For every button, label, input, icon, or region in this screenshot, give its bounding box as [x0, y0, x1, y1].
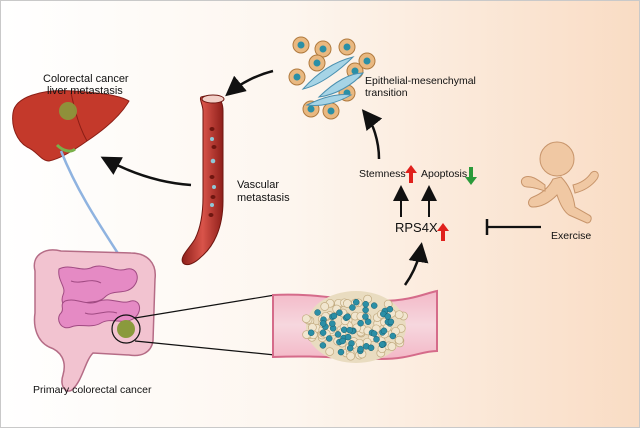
- blood-vessel-illustration: [181, 94, 225, 266]
- arrow-vessel-to-liver: [100, 156, 192, 187]
- intestine-illustration: [33, 249, 156, 392]
- exercise-figure-icon: [520, 141, 599, 224]
- tumor-cell-cluster: [301, 294, 408, 361]
- exercise-label: Exercise: [551, 230, 592, 242]
- zoom-line-bottom: [134, 340, 276, 356]
- zoom-line-top: [134, 294, 276, 319]
- liver-metastasis-label-line2: liver metastasis: [47, 85, 123, 97]
- rps4x-label: RPS4X: [395, 220, 438, 235]
- vascular-metastasis-label-line2: metastasis: [237, 192, 290, 204]
- arrow-emt-to-vessel: [225, 69, 274, 97]
- arrow-to-emt: [361, 109, 383, 160]
- emt-label-line2: transition: [365, 87, 408, 99]
- vascular-metastasis-label-line1: Vascular: [237, 179, 279, 191]
- liver-tumor: [59, 102, 77, 120]
- apoptosis-label: Apoptosis: [421, 168, 468, 180]
- emt-cells-illustration: [288, 36, 376, 120]
- primary-tumor: [117, 320, 135, 338]
- rps4x-up-arrow-icon: [437, 223, 449, 241]
- liver-metastasis-label-line1: Colorectal cancer: [43, 73, 129, 85]
- primary-tumor-zoom-circle: [111, 314, 141, 344]
- colon-section-illustration: [272, 289, 438, 363]
- apoptosis-down-arrow-icon: [465, 167, 477, 185]
- liver-illustration: [12, 90, 130, 162]
- stemness-label: Stemness: [359, 168, 406, 180]
- arrow-tumor-to-rps4x: [403, 242, 429, 286]
- emt-label-line1: Epithelial-mesenchymal: [365, 75, 476, 87]
- primary-cancer-label: Primary colorectal cancer: [33, 384, 152, 396]
- stemness-up-arrow-icon: [405, 165, 417, 183]
